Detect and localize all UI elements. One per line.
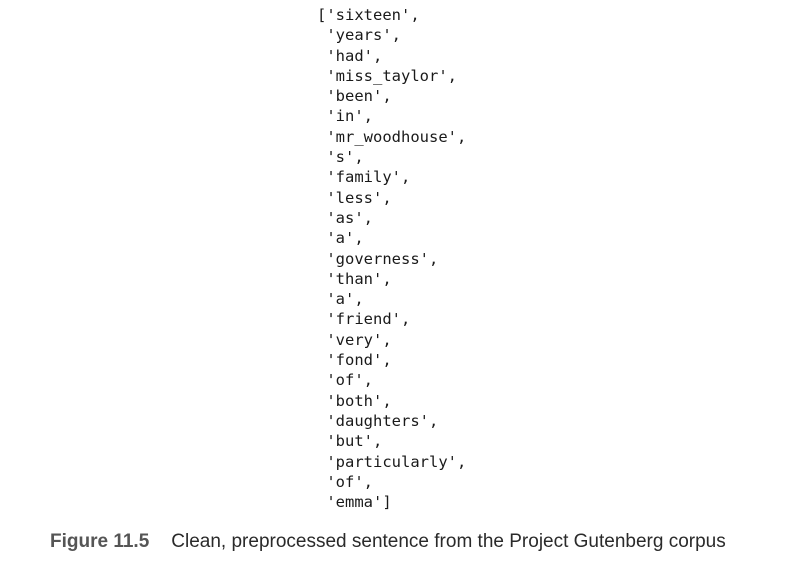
code-line: 'very', [317, 330, 392, 349]
code-line: 'friend', [317, 310, 411, 329]
code-line: 'but', [317, 432, 383, 451]
figure-label: Figure 11.5 [50, 531, 150, 552]
code-line: ['sixteen', [317, 6, 420, 24]
code-line: 'daughters', [317, 411, 439, 430]
code-line: 'than', [317, 269, 392, 288]
code-line: 'family', [317, 168, 411, 187]
code-line: 'in', [317, 107, 373, 126]
code-line: 'miss_taylor', [317, 66, 457, 85]
code-line: 'a', [317, 229, 364, 248]
code-line: 'both', [317, 391, 392, 410]
code-output: ['sixteen', 'years', 'had', 'miss_taylor… [317, 5, 466, 512]
code-line: 'of', [317, 472, 373, 491]
caption-text: Clean, preprocessed sentence from the Pr… [171, 531, 726, 552]
code-line: 'as', [317, 208, 373, 227]
code-line: 'been', [317, 87, 392, 106]
figure-caption: Figure 11.5 Clean, preprocessed sentence … [50, 531, 726, 553]
code-line: 'less', [317, 188, 392, 207]
code-line: 'had', [317, 46, 383, 65]
code-line: 'governess', [317, 249, 439, 268]
code-line: 'years', [317, 26, 401, 45]
code-line: 'a', [317, 290, 364, 309]
code-line: 'of', [317, 371, 373, 390]
code-line: 'emma'] [317, 493, 392, 512]
code-line: 's', [317, 148, 364, 167]
code-line: 'particularly', [317, 452, 467, 471]
code-line: 'fond', [317, 351, 392, 370]
code-line: 'mr_woodhouse', [317, 127, 467, 146]
